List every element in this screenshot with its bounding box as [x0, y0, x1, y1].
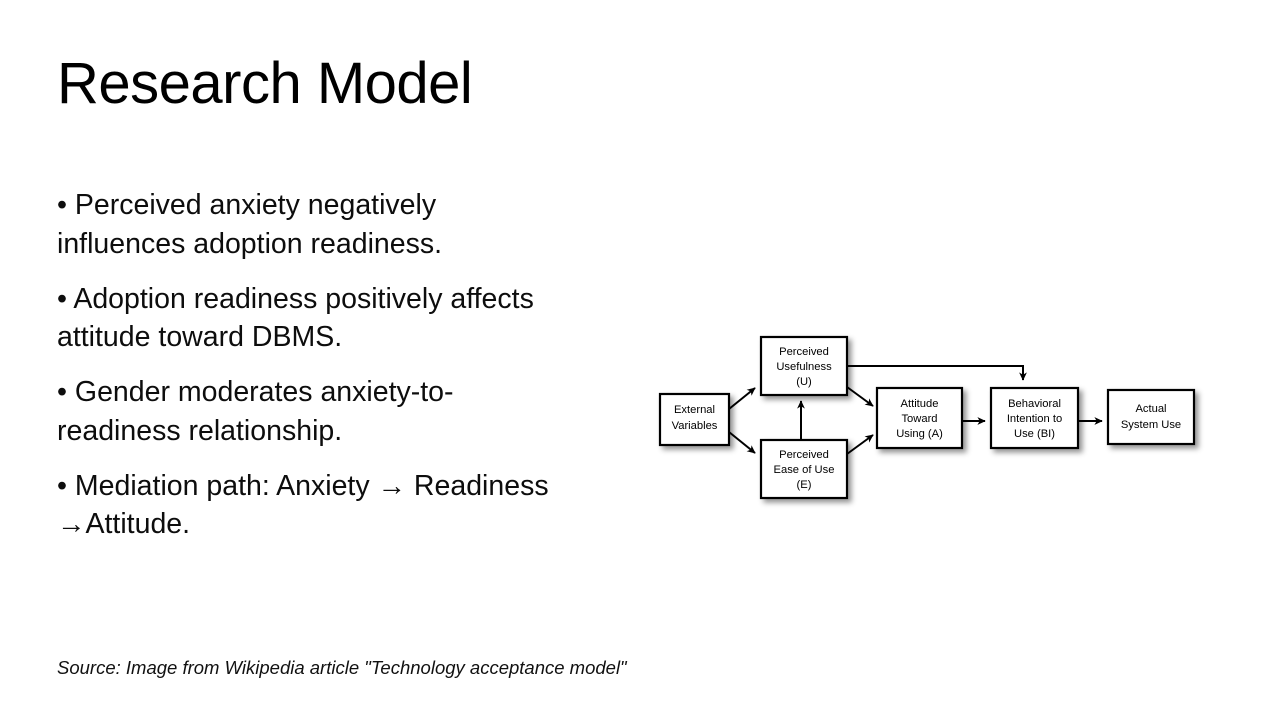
- diagram-connectors: [728, 365, 1103, 455]
- list-item: • Gender moderates anxiety-to-readiness …: [57, 376, 454, 447]
- diagram-node-attitude-toward-using-label-1: Attitude: [901, 398, 939, 410]
- list-item: • Perceived anxiety negatively influence…: [57, 189, 443, 260]
- diagram-node-behavioral-intention-label-3: Use (BI): [1014, 428, 1055, 440]
- list-item: • Mediation path: Anxiety → Readiness →A…: [57, 469, 549, 541]
- edge-usefulness-to-intention: [847, 365, 1027, 381]
- diagram-node-perceived-usefulness-label-3: (U): [796, 376, 812, 388]
- bullet-list: • Perceived anxiety negatively influence…: [57, 186, 552, 544]
- diagram-node-attitude-toward-using-label-3: Using (A): [896, 428, 943, 440]
- diagram-node-behavioral-intention-label-1: Behavioral: [1008, 398, 1061, 410]
- edge-ease-to-attitude: [846, 434, 874, 455]
- edge-external-to-ease: [728, 431, 756, 454]
- edge-usefulness-to-attitude: [846, 386, 874, 407]
- diagram-node-external-variables-label-1: External: [674, 404, 715, 416]
- diagram-node-behavioral-intention: [989, 386, 1080, 450]
- diagram-node-perceived-ease-of-use-label-3: (E): [797, 479, 812, 491]
- diagram-node-perceived-ease-of-use: [759, 438, 849, 500]
- diagram-node-attitude-toward-using: [875, 386, 964, 450]
- diagram-node-perceived-ease-of-use-label-2: Ease of Use: [774, 464, 835, 476]
- diagram-node-perceived-usefulness-label-2: Usefulness: [776, 361, 832, 373]
- diagram-node-behavioral-intention-label-2: Intention to: [1007, 413, 1062, 425]
- diagram-node-perceived-usefulness: [759, 335, 849, 397]
- diagram-node-external-variables-label-2: Variables: [672, 420, 718, 432]
- technology-acceptance-model-diagram: External Variables Perceived Usefulness …: [645, 325, 1205, 510]
- source-caption: Source: Image from Wikipedia article "Te…: [57, 657, 627, 678]
- diagram-node-actual-system-use: [1106, 388, 1196, 446]
- diagram-node-actual-system-use-label-1: Actual: [1135, 403, 1166, 415]
- page-title: Research Model: [57, 51, 473, 116]
- diagram-node-attitude-toward-using-label-2: Toward: [901, 413, 937, 425]
- diagram-node-external-variables: [658, 392, 731, 447]
- list-item: • Adoption readiness positively affects …: [57, 282, 534, 354]
- diagram-node-perceived-usefulness-label-1: Perceived: [779, 346, 829, 358]
- diagram-node-actual-system-use-label-2: System Use: [1121, 419, 1181, 431]
- edge-external-to-usefulness: [728, 387, 756, 410]
- diagram-node-perceived-ease-of-use-label-1: Perceived: [779, 449, 829, 461]
